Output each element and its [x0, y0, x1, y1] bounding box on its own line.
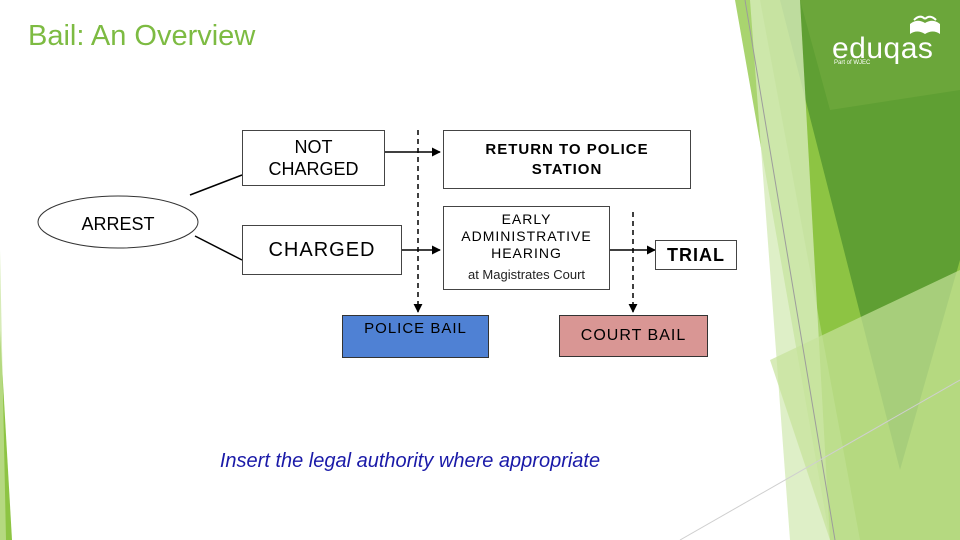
node-not-charged: NOT CHARGED — [242, 130, 385, 186]
node-early-hearing-sub: at Magistrates Court — [467, 267, 586, 282]
left-green-strip-pale — [0, 250, 6, 540]
connector-arrest-to-not-charged — [189, 174, 243, 196]
node-arrest: ARREST — [40, 210, 196, 238]
node-court-bail-label: COURT BAIL — [580, 327, 687, 344]
node-trial: TRIAL — [655, 240, 737, 270]
node-arrest-label: ARREST — [81, 213, 155, 234]
node-court-bail: COURT BAIL — [559, 315, 708, 357]
node-return-to-police-station: RETURN TO POLICE STATION — [443, 130, 691, 189]
logo-wordmark: eduqas — [832, 32, 934, 65]
footer-note: Insert the legal authority where appropr… — [219, 450, 601, 472]
connector-arrest-to-charged — [194, 235, 243, 261]
node-charged: CHARGED — [242, 225, 402, 275]
slide-title: Bail: An Overview — [28, 20, 256, 52]
eduqas-logo: eduqas Part of WJEC — [832, 14, 942, 70]
node-return-label: RETURN TO POLICE STATION — [485, 140, 649, 178]
node-police-bail-label: POLICE BAIL — [364, 320, 467, 337]
deco-line — [744, 0, 836, 540]
node-police-bail: POLICE BAIL — [342, 315, 489, 358]
node-early-hearing-label: EARLY ADMINISTRATIVE HEARING — [461, 211, 592, 261]
deco-line — [679, 379, 960, 540]
node-charged-label: CHARGED — [268, 238, 376, 261]
node-early-hearing: EARLY ADMINISTRATIVE HEARING at Magistra… — [443, 206, 610, 290]
arrest-ellipse — [37, 195, 199, 249]
node-not-charged-label: NOT CHARGED — [268, 137, 359, 179]
node-trial-label: TRIAL — [667, 244, 725, 265]
logo-tagline: Part of WJEC — [834, 60, 871, 66]
green-panel-soft — [770, 270, 960, 540]
open-book-icon — [910, 15, 940, 34]
